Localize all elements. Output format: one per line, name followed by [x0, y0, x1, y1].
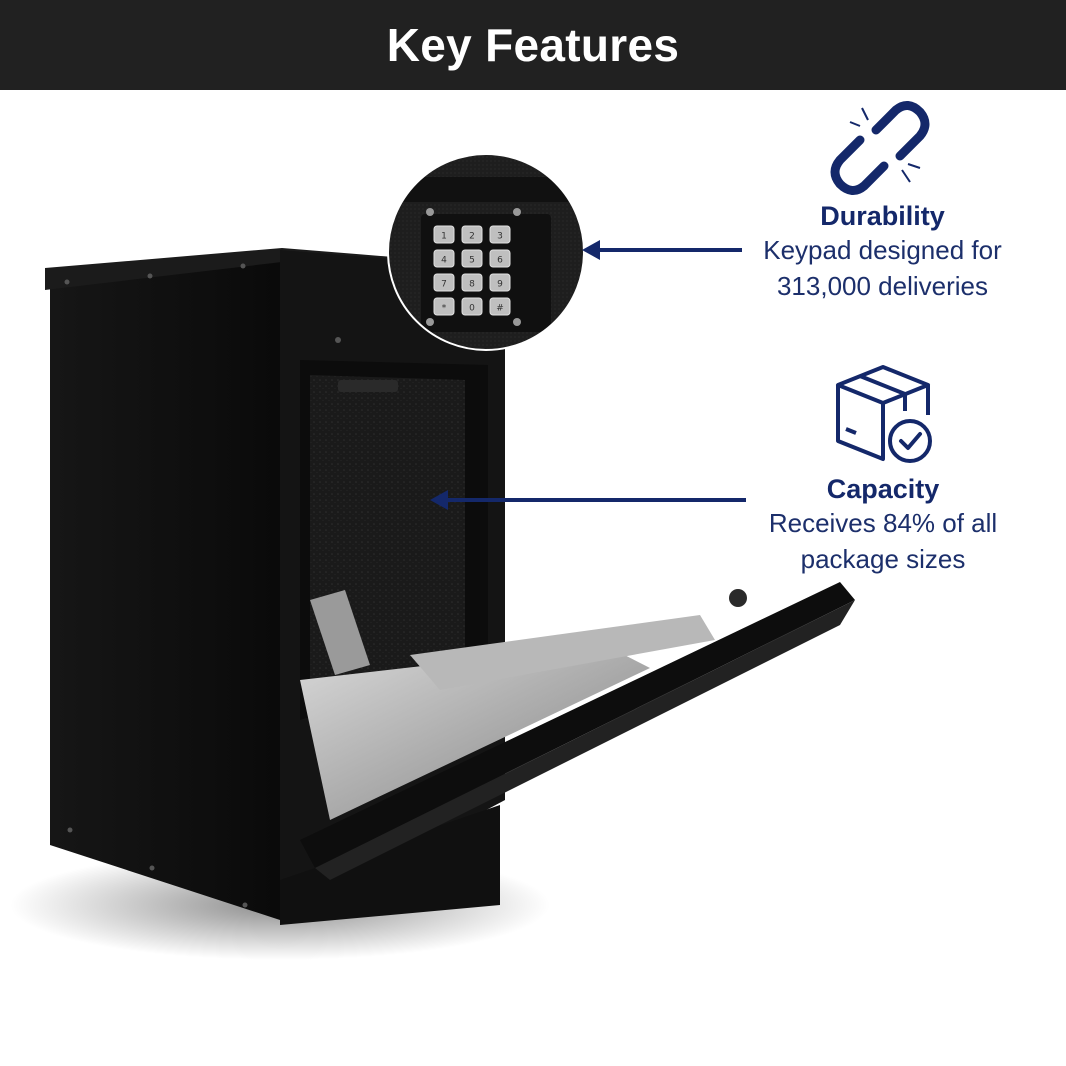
keypad-key: [489, 297, 511, 316]
door-lip: [300, 582, 855, 868]
keypad-key: [461, 249, 483, 268]
chain-link-icon: [830, 101, 929, 195]
box-side-panel: [50, 250, 280, 920]
page-title: Key Features: [386, 19, 680, 71]
keypad-key-label: 8: [469, 280, 475, 290]
capacity-arrow: [430, 490, 746, 510]
durability-arrow: [582, 240, 742, 260]
keypad-key-label: *: [442, 304, 447, 314]
keypad-key-label: #: [496, 304, 504, 314]
keypad-key-label: 6: [497, 256, 503, 266]
keypad-key: [489, 249, 511, 268]
keypad-zoom-callout: 1 2 3 4 5 6 7 8 9 * 0 #: [387, 153, 585, 351]
keypad-key-label: 3: [497, 232, 503, 242]
keypad-key: [461, 297, 483, 316]
keypad-key: [433, 273, 455, 292]
keypad-key-label: 2: [469, 232, 475, 242]
keypad-key-label: 4: [441, 256, 447, 266]
keypad-key: [461, 273, 483, 292]
keypad-key-label: 7: [441, 280, 447, 290]
package-check-icon: [836, 365, 932, 463]
keypad-key: [461, 225, 483, 244]
steel-chute: [300, 645, 650, 820]
feature-title: Capacity: [826, 474, 940, 504]
feature-description: Keypad designed for 313,000 deliveries: [763, 235, 1002, 301]
feature-durability: Durability Keypad designed for 313,000 d…: [740, 100, 1025, 304]
feature-title: Durability: [820, 201, 945, 231]
keypad-key: [433, 225, 455, 244]
keypad-key: [433, 249, 455, 268]
keypad-key-label: 5: [469, 256, 475, 266]
feature-description: Receives 84% of all package sizes: [768, 508, 998, 574]
feature-capacity: Capacity Receives 84% of all package siz…: [745, 355, 1021, 577]
keypad-key-label: 9: [497, 280, 503, 290]
keypad-key: [433, 297, 455, 316]
box-base: [280, 805, 500, 925]
parcel-box-image: [10, 248, 855, 960]
header-bar: Key Features: [0, 0, 1066, 90]
keypad-key-label: 0: [469, 304, 475, 314]
keypad-key-label: 1: [441, 232, 447, 242]
keypad-key: [489, 225, 511, 244]
keypad-key: [489, 273, 511, 292]
door-latch: [729, 589, 747, 607]
